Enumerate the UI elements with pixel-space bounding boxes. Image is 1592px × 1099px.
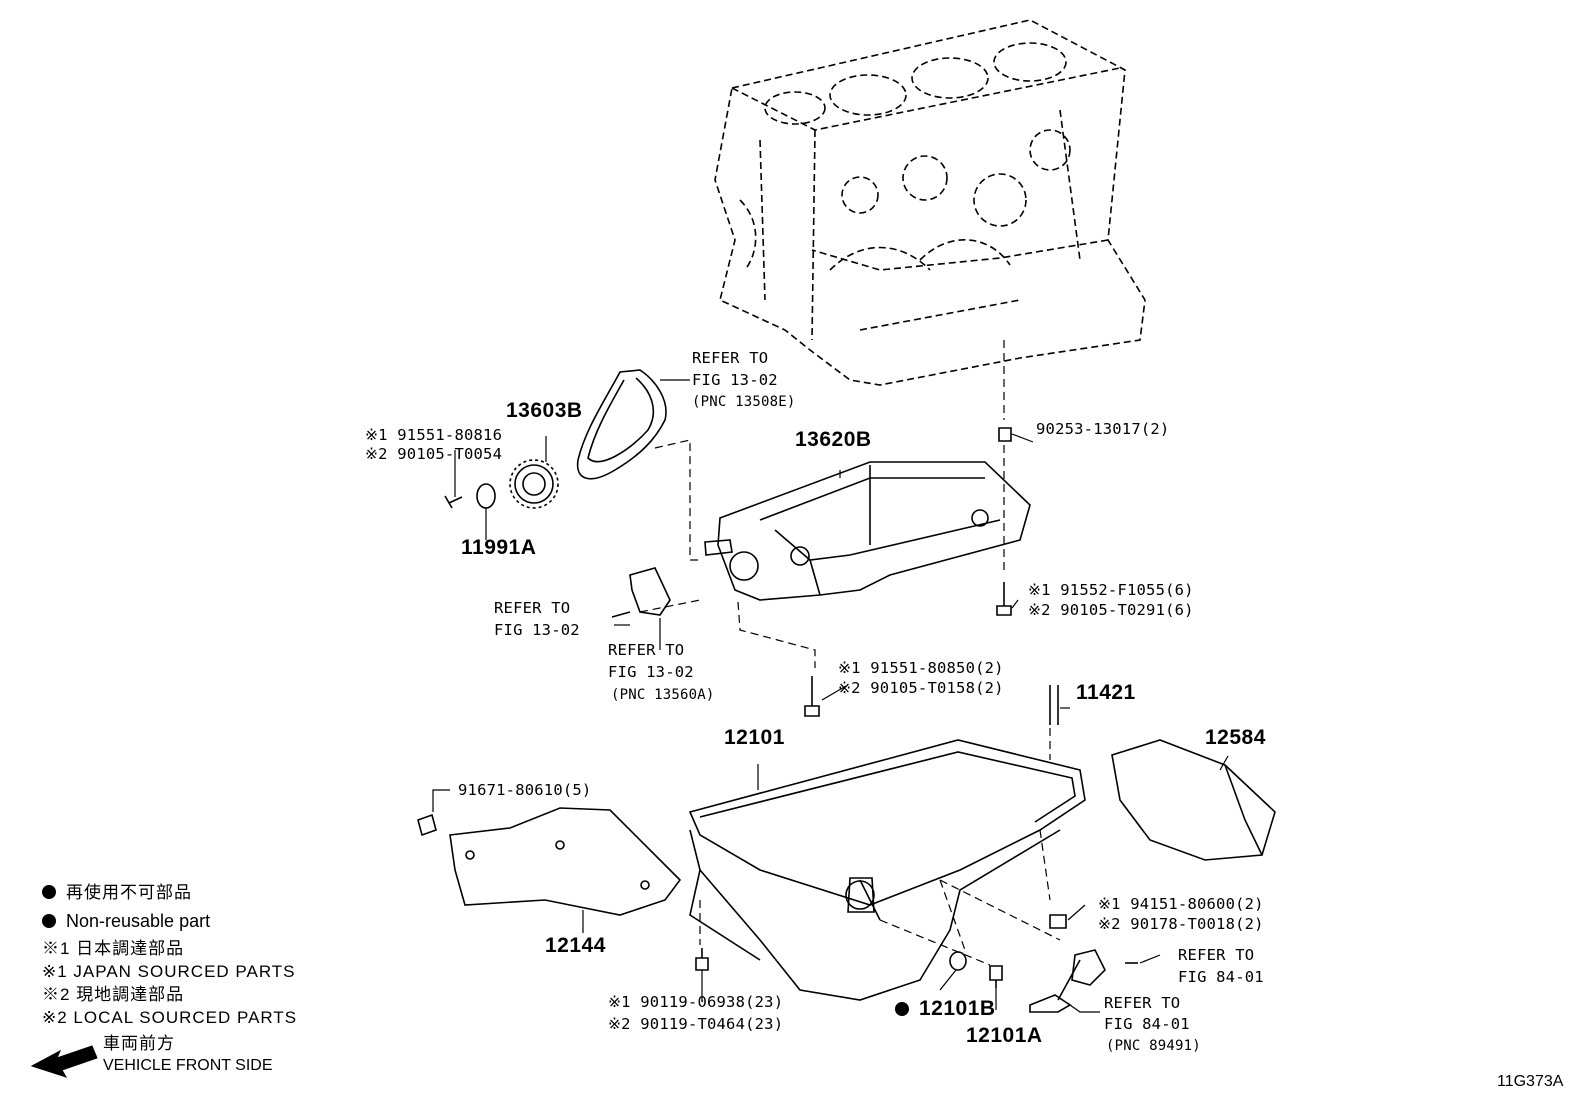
legend-local-en: ※2 LOCAL SOURCED PARTS bbox=[42, 1008, 298, 1027]
refer-tensioner-left-line2: FIG 13-02 bbox=[494, 621, 580, 639]
refer-tensioner-bottom-line2: FIG 13-02 bbox=[608, 663, 694, 681]
tensioner-bolt bbox=[611, 611, 631, 618]
legend-local-jp: ※2 現地調達部品 bbox=[42, 985, 185, 1004]
drain-plug-12101a bbox=[989, 965, 1003, 988]
part-90119-t0464-label: ※2 90119-T0464(23) bbox=[608, 1015, 784, 1033]
legend-front-jp: 車両前方 bbox=[103, 1034, 175, 1053]
part-90253-label: 90253-13017(2) bbox=[1036, 420, 1170, 438]
legend-front-en: VEHICLE FRONT SIDE bbox=[103, 1057, 273, 1074]
part-11421-label: 11421 bbox=[1076, 681, 1136, 704]
part-90105-t0158-label: ※2 90105-T0158(2) bbox=[838, 679, 1004, 697]
chain-tensioner bbox=[629, 567, 671, 616]
timing-chain bbox=[576, 369, 667, 480]
washer-11991a bbox=[476, 483, 496, 509]
refer-84-bottom-line3: (PNC 89491) bbox=[1106, 1038, 1201, 1054]
legend-nonreuse-en: Non-reusable part bbox=[42, 912, 210, 930]
refer-tensioner-bottom-line3: (PNC 13560A) bbox=[611, 687, 715, 703]
leader-lines bbox=[432, 379, 1229, 1013]
plate-bolt bbox=[417, 813, 437, 837]
diagram-id: 11G373A bbox=[1497, 1073, 1564, 1090]
refer-84-bottom-line1: REFER TO bbox=[1104, 994, 1181, 1012]
part-94151-label: ※1 94151-80600(2) bbox=[1098, 895, 1264, 913]
legend-japan-jp: ※1 日本調達部品 bbox=[42, 939, 185, 958]
refer-84-bottom-line2: FIG 84-01 bbox=[1104, 1015, 1190, 1033]
oil-level-sensor-bracket bbox=[1029, 949, 1138, 1013]
refer-84-right-line2: FIG 84-01 bbox=[1178, 968, 1264, 986]
refer-tensioner-left-line1: REFER TO bbox=[494, 599, 571, 617]
baffle-12584-edge bbox=[1224, 764, 1263, 856]
part-91671-label: 91671-80610(5) bbox=[458, 781, 592, 799]
part-12101-label: 12101 bbox=[724, 726, 785, 749]
front-direction-arrow bbox=[30, 1045, 98, 1078]
sprocket-13603b bbox=[509, 459, 559, 509]
legend-japan-en: ※1 JAPAN SOURCED PARTS bbox=[42, 962, 296, 981]
part-91551-80850-label: ※1 91551-80850(2) bbox=[838, 659, 1004, 677]
nut-94151 bbox=[1049, 914, 1067, 929]
baffle-12584 bbox=[1111, 739, 1276, 861]
part-12101b-label: 12101B bbox=[895, 998, 996, 1019]
refer-chain-line2: FIG 13-02 bbox=[692, 371, 778, 389]
sprocket-bolt bbox=[444, 495, 463, 509]
refer-84-right-line1: REFER TO bbox=[1178, 946, 1255, 964]
part-12101a-label: 12101A bbox=[966, 1024, 1043, 1047]
plug-90253 bbox=[998, 427, 1012, 442]
refer-chain-line3: (PNC 13508E) bbox=[692, 394, 796, 410]
refer-chain-line1: REFER TO bbox=[692, 349, 769, 367]
legend-nonreuse-jp: 再使用不可部品 bbox=[42, 884, 192, 901]
gasket-12101b bbox=[949, 951, 967, 971]
oil-pump-assembly-13620b bbox=[704, 461, 1031, 601]
legend-dot-icon bbox=[42, 914, 56, 928]
legend-dot-icon bbox=[42, 885, 56, 899]
part-12101b-text: 12101B bbox=[919, 997, 996, 1020]
pan-bolt-90119 bbox=[695, 948, 709, 971]
part-90105-t0054-label: ※2 90105-T0054 bbox=[365, 445, 503, 463]
stud-11421 bbox=[1049, 685, 1059, 725]
non-reusable-dot-icon bbox=[895, 1002, 909, 1016]
part-11991a-label: 11991A bbox=[461, 536, 537, 559]
part-90105-t0291-label: ※2 90105-T0291(6) bbox=[1028, 601, 1194, 619]
part-91551-80816-label: ※1 91551-80816 bbox=[365, 426, 503, 444]
part-13603b-label: 13603B bbox=[506, 399, 583, 422]
part-91552-f1055-label: ※1 91552-F1055(6) bbox=[1028, 581, 1194, 599]
legend-nonreuse-jp-text: 再使用不可部品 bbox=[66, 883, 192, 902]
part-90119-06938-label: ※1 90119-06938(23) bbox=[608, 993, 784, 1011]
part-90178-label: ※2 90178-T0018(2) bbox=[1098, 915, 1264, 933]
engine-block-outline bbox=[714, 19, 1146, 386]
pump-bolt-91551 bbox=[804, 676, 820, 717]
assembly-guide-lines bbox=[639, 340, 1061, 966]
legend-nonreuse-en-text: Non-reusable part bbox=[66, 911, 211, 931]
oil-pan-12101 bbox=[688, 739, 1086, 1001]
pump-bolt-91552 bbox=[996, 582, 1012, 616]
part-13620b-label: 13620B bbox=[795, 428, 872, 451]
part-12144-label: 12144 bbox=[545, 934, 606, 957]
refer-tensioner-bottom-line1: REFER TO bbox=[608, 641, 685, 659]
part-12584-label: 12584 bbox=[1205, 726, 1266, 749]
plate-12144 bbox=[449, 807, 682, 916]
